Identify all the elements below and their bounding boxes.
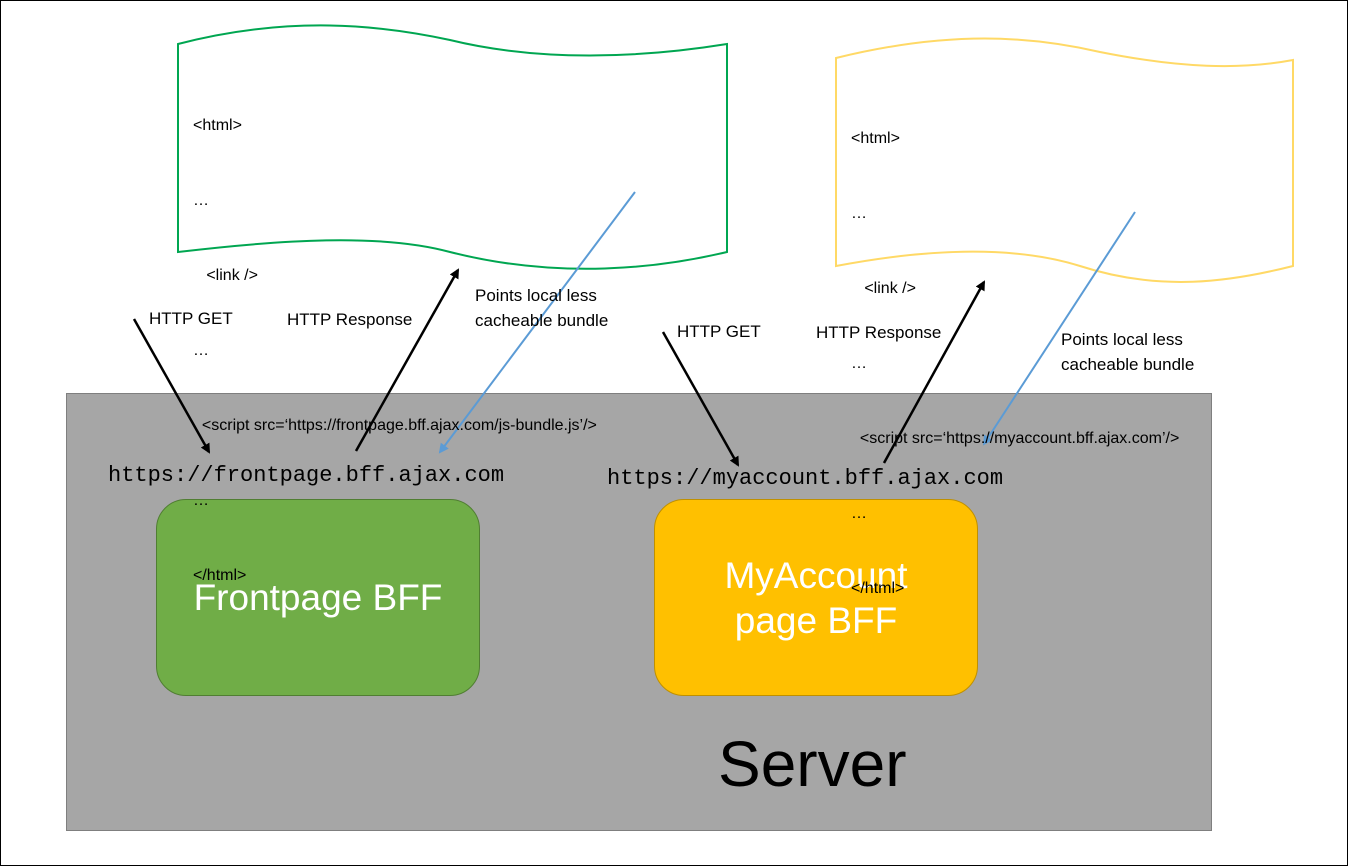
- frontpage-bff-label: Frontpage BFF: [193, 577, 443, 618]
- left-doc-line: …: [193, 492, 209, 509]
- http-response-label-left: HTTP Response: [287, 310, 413, 329]
- right-doc-line: <link />: [851, 280, 916, 297]
- frontpage-bff-box: Frontpage BFF: [156, 499, 480, 696]
- right-doc-line: …: [851, 205, 867, 222]
- left-doc-line: …: [193, 342, 209, 359]
- bundle-pointer-arrow-left: [438, 191, 636, 454]
- http-get-arrow-right: [661, 331, 740, 467]
- left-document-shape: [177, 24, 728, 270]
- left-doc-line: </html>: [193, 567, 247, 584]
- right-doc-line: <html>: [851, 130, 900, 147]
- left-doc-line: …: [193, 192, 209, 209]
- frontpage-url: https://frontpage.bff.ajax.com: [108, 463, 505, 488]
- right-document-shape: [835, 37, 1294, 283]
- left-doc-line: <script src=‘https://frontpage.bff.ajax.…: [193, 417, 597, 434]
- http-response-label-right: HTTP Response: [816, 323, 942, 342]
- left-doc-line: <html>: [193, 117, 242, 134]
- myaccount-bff-box: MyAccount page BFF: [654, 499, 978, 696]
- right-document-text: <html> … <link /> … <script src=‘https:/…: [851, 76, 1179, 626]
- myaccount-url: https://myaccount.bff.ajax.com: [607, 466, 1004, 491]
- http-get-arrow-left: [132, 318, 211, 454]
- server-label: Server: [718, 728, 907, 800]
- myaccount-bff-label-line2: page BFF: [734, 599, 898, 641]
- points-label-right-line2: cacheable bundle: [1061, 355, 1195, 374]
- http-response-arrow-right: [882, 280, 986, 464]
- bundle-pointer-arrow-right: [982, 211, 1136, 446]
- points-label-left-line1: Points local less: [475, 286, 597, 305]
- right-doc-line: …: [851, 355, 867, 372]
- http-get-label-right: HTTP GET: [677, 322, 761, 341]
- right-doc-line: </html>: [851, 580, 905, 597]
- myaccount-bff-label-line1: MyAccount: [724, 554, 908, 596]
- left-doc-line: <link />: [193, 267, 258, 284]
- points-label-right-line1: Points local less: [1061, 330, 1183, 349]
- left-document-text: <html> … <link /> … <script src=‘https:/…: [193, 63, 597, 613]
- right-doc-line: …: [851, 505, 867, 522]
- http-get-label-left: HTTP GET: [149, 309, 233, 328]
- right-doc-line: <script src=‘https://myaccount.bff.ajax.…: [851, 430, 1180, 447]
- http-response-arrow-left: [354, 268, 460, 452]
- points-label-left-line2: cacheable bundle: [475, 311, 609, 330]
